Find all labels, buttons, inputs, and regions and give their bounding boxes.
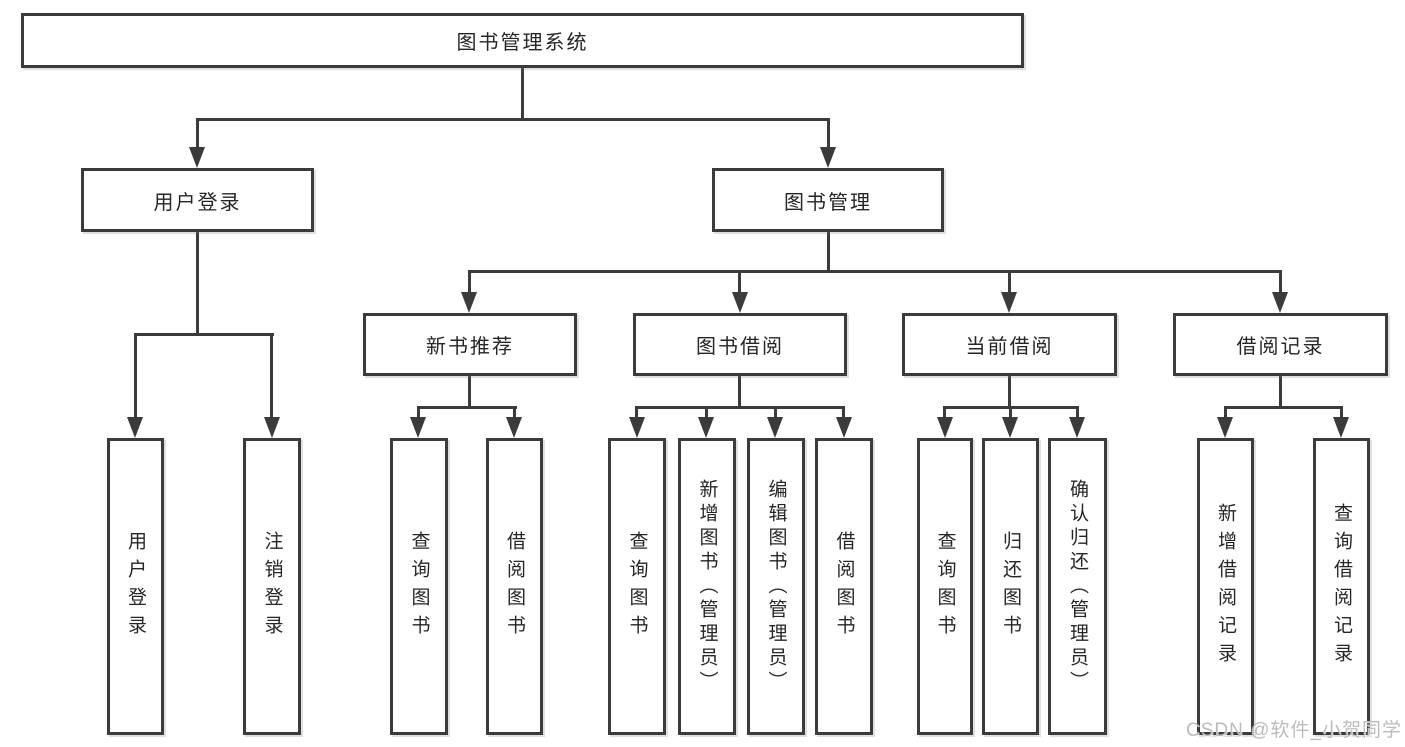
- connector-line: [1224, 406, 1342, 409]
- arrowhead-down-icon: [836, 417, 852, 438]
- connector-line: [635, 406, 638, 420]
- arrowhead-down-icon: [410, 417, 426, 438]
- leaf-logout: 注销登录: [243, 438, 301, 735]
- node-book-management: 图书管理: [712, 168, 944, 232]
- connector-line: [943, 406, 946, 420]
- node-root-library-management-system: 图书管理系统: [21, 13, 1024, 68]
- leaf-query-books-borrowing: 查询图书: [608, 438, 666, 735]
- connector-line: [1009, 406, 1012, 420]
- node-current-borrowing: 当前借阅: [902, 313, 1117, 376]
- connector-line: [196, 118, 830, 121]
- connector-line: [417, 406, 420, 420]
- connector-line: [1076, 406, 1079, 420]
- leaf-borrow-books-borrowing: 借阅图书: [815, 438, 873, 735]
- leaf-query-books-current: 查询图书: [917, 438, 973, 735]
- node-borrowing-records: 借阅记录: [1173, 313, 1388, 376]
- connector-line: [635, 406, 845, 409]
- connector-line: [468, 270, 1282, 273]
- leaf-query-books-recommend: 查询图书: [390, 438, 448, 735]
- node-book-borrowing: 图书借阅: [633, 313, 847, 376]
- arrowhead-down-icon: [264, 417, 280, 438]
- connector-line: [1340, 406, 1343, 420]
- connector-line: [827, 120, 830, 148]
- connector-line: [468, 270, 471, 294]
- arrowhead-down-icon: [767, 417, 783, 438]
- connector-line: [196, 120, 199, 148]
- connector-line: [417, 406, 517, 409]
- connector-line: [468, 374, 471, 408]
- connector-line: [1008, 270, 1011, 294]
- arrowhead-down-icon: [1069, 417, 1085, 438]
- arrowhead-down-icon: [1333, 417, 1349, 438]
- leaf-user-login: 用户登录: [107, 438, 164, 735]
- connector-line: [827, 231, 830, 272]
- connector-line: [134, 333, 274, 336]
- connector-line: [270, 333, 273, 417]
- arrowhead-down-icon: [629, 417, 645, 438]
- leaf-return-books: 归还图书: [982, 438, 1039, 735]
- arrowhead-down-icon: [1272, 292, 1288, 313]
- leaf-edit-book-admin: 编辑图书（管理员）: [747, 438, 805, 735]
- leaf-confirm-return-admin: 确认归还（管理员）: [1048, 438, 1107, 735]
- leaf-query-borrow-record: 查询借阅记录: [1313, 438, 1370, 735]
- arrowhead-down-icon: [937, 417, 953, 438]
- leaf-add-borrow-record: 新增借阅记录: [1197, 438, 1254, 735]
- leaf-borrow-books-recommend: 借阅图书: [486, 438, 543, 735]
- arrowhead-down-icon: [1002, 417, 1018, 438]
- arrowhead-down-icon: [820, 147, 836, 168]
- arrowhead-down-icon: [189, 147, 205, 168]
- connector-line: [1224, 406, 1227, 420]
- arrowhead-down-icon: [732, 292, 748, 313]
- connector-line: [196, 231, 199, 335]
- connector-line: [738, 374, 741, 408]
- csdn-watermark: CSDN @软件_小贺同学: [1186, 720, 1402, 741]
- arrowhead-down-icon: [127, 417, 143, 438]
- node-new-book-recommend: 新书推荐: [363, 313, 577, 376]
- connector-line: [842, 406, 845, 420]
- connector-line: [513, 406, 516, 420]
- connector-line: [1008, 374, 1011, 408]
- arrowhead-down-icon: [506, 417, 522, 438]
- arrowhead-down-icon: [461, 292, 477, 313]
- connector-line: [774, 406, 777, 420]
- node-user-login: 用户登录: [81, 168, 314, 232]
- arrowhead-down-icon: [1001, 292, 1017, 313]
- connector-line: [738, 270, 741, 294]
- connector-line: [1279, 374, 1282, 408]
- connector-line: [1279, 270, 1282, 294]
- connector-line: [705, 406, 708, 420]
- connector-line: [134, 333, 137, 417]
- arrowhead-down-icon: [698, 417, 714, 438]
- leaf-add-book-admin: 新增图书（管理员）: [678, 438, 736, 735]
- connector-line: [521, 66, 524, 120]
- arrowhead-down-icon: [1217, 417, 1233, 438]
